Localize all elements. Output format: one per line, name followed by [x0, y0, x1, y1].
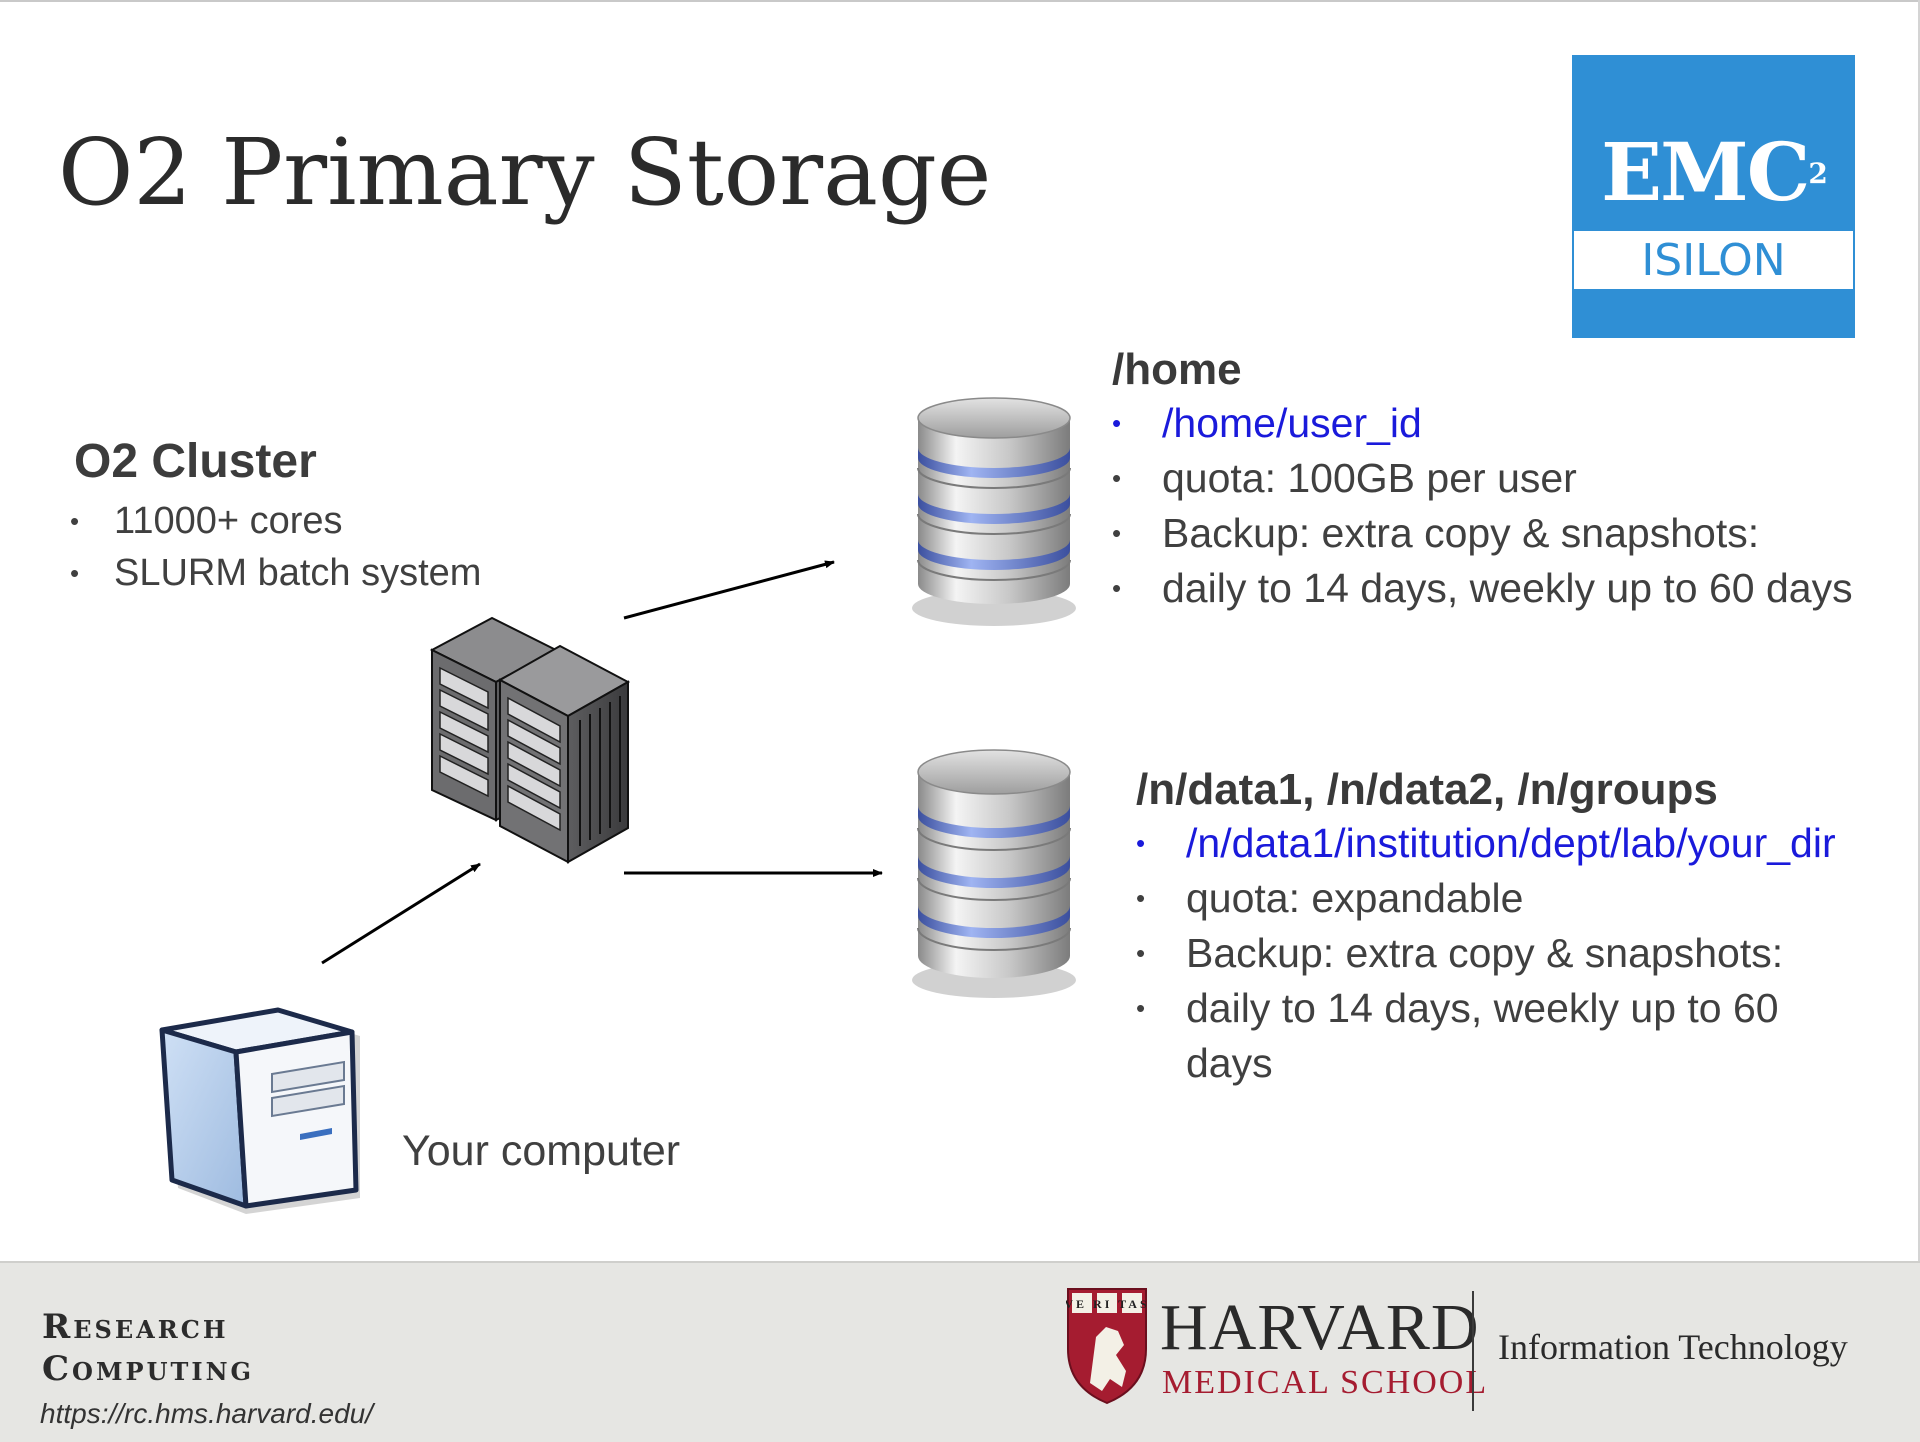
- slide-title: O2 Primary Storage: [58, 119, 992, 226]
- arrow-computer-to-cluster: [321, 862, 481, 965]
- frame-top-border: [0, 0, 1920, 2]
- list-item: •quota: 100GB per user: [1112, 451, 1892, 506]
- bullet-icon: •: [1136, 883, 1146, 913]
- cluster-title: O2 Cluster: [74, 435, 317, 488]
- research-computing-url[interactable]: https://rc.hms.harvard.edu/: [40, 1398, 374, 1429]
- database-icon-home: [912, 397, 1076, 626]
- home-list: •/home/user_id •quota: 100GB per user •B…: [1112, 396, 1892, 616]
- list-item: •11000+ cores: [70, 495, 481, 547]
- list-item: •daily to 14 days, weekly up to 60 days: [1112, 561, 1892, 616]
- research-computing-line2: Computing: [42, 1349, 255, 1389]
- storage-diagram: [159, 397, 1076, 1214]
- list-item: •quota: expandable: [1136, 871, 1836, 926]
- harvard-shield-icon: VE RI TAS: [1066, 1288, 1148, 1405]
- arrow-cluster-to-home: [623, 560, 835, 620]
- home-title: /home: [1112, 345, 1242, 394]
- research-computing-line1: Research: [42, 1307, 229, 1347]
- bullet-icon: •: [1136, 993, 1146, 1023]
- medical-school-wordmark: MEDICAL SCHOOL: [1162, 1364, 1489, 1401]
- bullet-icon: •: [1136, 828, 1146, 858]
- isilon-logo-text: ISILON: [1641, 235, 1786, 286]
- harvard-wordmark: HARVARD: [1160, 1291, 1480, 1364]
- data-path-item: •/n/data1/institution/dept/lab/your_dir: [1136, 816, 1836, 871]
- database-icon-data: [912, 749, 1076, 998]
- isilon-label-box: ISILON: [1574, 231, 1853, 289]
- computer-icon: [159, 1007, 360, 1214]
- emc-logo-text: EMC2: [1601, 125, 1828, 219]
- home-path-item: •/home/user_id: [1112, 396, 1892, 451]
- list-item: •daily to 14 days, weekly up to 60 days: [1136, 981, 1836, 1091]
- bullet-icon: •: [1112, 573, 1122, 603]
- footer-divider: [1472, 1291, 1474, 1411]
- server-rack-icon: [429, 616, 631, 864]
- bullet-icon: •: [1136, 938, 1146, 968]
- bullet-icon: •: [70, 506, 80, 536]
- information-technology-label: Information Technology: [1498, 1327, 1848, 1367]
- bullet-icon: •: [1112, 463, 1122, 493]
- your-computer-label: Your computer: [402, 1127, 681, 1175]
- emc-isilon-logo: EMC2 ISILON: [1572, 55, 1855, 338]
- cluster-list: •11000+ cores •SLURM batch system: [70, 495, 481, 599]
- list-item: •SLURM batch system: [70, 547, 481, 599]
- frame-right-border: [1918, 0, 1920, 1262]
- bullet-icon: •: [70, 558, 80, 588]
- data-list: •/n/data1/institution/dept/lab/your_dir …: [1136, 816, 1836, 1091]
- bullet-icon: •: [1112, 408, 1122, 438]
- list-item: •Backup: extra copy & snapshots:: [1136, 926, 1836, 981]
- data-title: /n/data1, /n/data2, /n/groups: [1136, 765, 1718, 814]
- bullet-icon: •: [1112, 518, 1122, 548]
- shield-motto: VE RI TAS: [1066, 1297, 1148, 1311]
- list-item: •Backup: extra copy & snapshots:: [1112, 506, 1892, 561]
- footer: Research Computing https://rc.hms.harvar…: [0, 1261, 1920, 1442]
